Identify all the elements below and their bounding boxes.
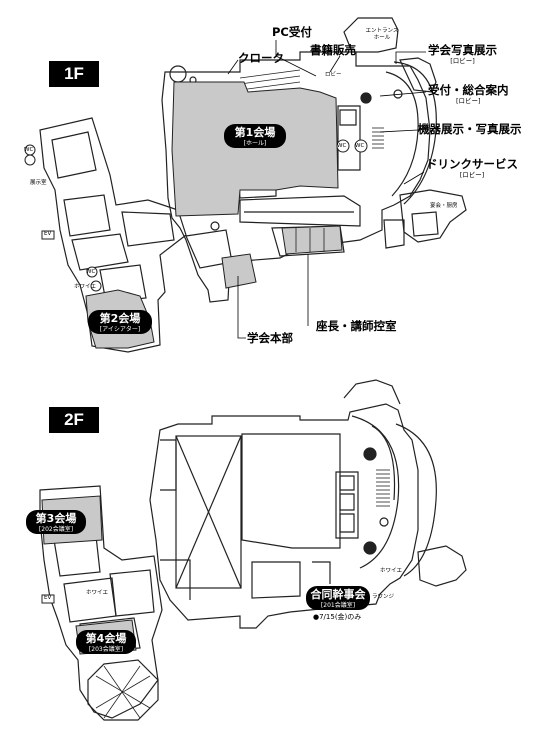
hall2-sub: [アイシアター] bbox=[99, 326, 141, 333]
f1-main-outline bbox=[161, 51, 431, 303]
reception-label: 受付・総合案内 bbox=[428, 83, 509, 97]
callout-equipment: 機器展示・写真展示 bbox=[418, 123, 522, 136]
hall1-sub: [ホール] bbox=[243, 140, 267, 147]
f2-octagon-room bbox=[87, 659, 159, 721]
hall1-name: 第1会場 bbox=[234, 126, 276, 139]
hall4-sub: [203会議室] bbox=[88, 646, 124, 653]
lobby-label: ロビー bbox=[325, 72, 342, 78]
callout-cloak: クローク bbox=[238, 52, 284, 65]
dining-label: 宴会・厨房 bbox=[430, 203, 458, 209]
photo-exhibit-label: 学会写真展示 bbox=[428, 43, 497, 57]
equipment-label: 機器展示・写真展示 bbox=[418, 122, 522, 136]
callout-photo-exhibit: 学会写真展示 [ロビー] bbox=[428, 43, 497, 66]
f1-chairs-room-area bbox=[281, 225, 343, 255]
floor-badge-1f: 1F bbox=[49, 61, 99, 87]
hall3-label: 第3会場 [202会議室] bbox=[26, 510, 86, 534]
f1-hall1-area bbox=[171, 81, 339, 217]
joint-meeting-label: 合同幹事会 [201会議室] bbox=[306, 586, 370, 610]
drink-sub: [ロビー] bbox=[459, 171, 485, 179]
f1-left-wing-outline bbox=[39, 117, 187, 353]
callout-pc-reception: PC受付 bbox=[272, 26, 312, 39]
f2-main-outline bbox=[149, 403, 419, 629]
joint-meeting-note: ●7/15(金)のみ bbox=[313, 613, 362, 621]
book-sales-label: 書籍販売 bbox=[310, 43, 356, 57]
floor-badge-2f: 2F bbox=[49, 407, 99, 433]
cloak-label: クローク bbox=[238, 51, 284, 65]
headquarters-label: 学会本部 bbox=[247, 331, 293, 345]
callout-chairs-room: 座長・講師控室 bbox=[316, 320, 397, 333]
wc-label-3: WC bbox=[24, 147, 34, 153]
joint-meeting-sub: [201会議室] bbox=[320, 602, 356, 609]
ev-label-2f: EV bbox=[44, 595, 52, 601]
lounge-label: ラウンジ bbox=[372, 594, 395, 600]
f2-foyer-right-label: ホワイエ bbox=[380, 568, 402, 574]
f2-atrium-void bbox=[175, 435, 242, 589]
ev-label-1f: EV bbox=[44, 231, 52, 237]
reception-sub: [ロビー] bbox=[455, 97, 481, 105]
hall1-label: 第1会場 [ホール] bbox=[224, 124, 286, 148]
f1-banquet-outline bbox=[399, 189, 467, 243]
hall3-name: 第3会場 bbox=[35, 512, 77, 525]
callout-book-sales: 書籍販売 bbox=[310, 44, 356, 57]
callout-drink: ドリンクサービス [ロビー] bbox=[426, 157, 518, 180]
chairs-room-label: 座長・講師控室 bbox=[316, 319, 397, 333]
hall3-sub: [202会議室] bbox=[38, 526, 74, 533]
hall4-name: 第4会場 bbox=[85, 632, 127, 645]
hall2-name: 第2会場 bbox=[99, 312, 141, 325]
f1-foyer-label: ホワイエ bbox=[74, 284, 96, 290]
drink-label: ドリンクサービス bbox=[426, 157, 518, 171]
entrance-hall-label: エントランス ホール bbox=[365, 28, 399, 41]
callout-headquarters: 学会本部 bbox=[247, 332, 293, 345]
hall2-label: 第2会場 [アイシアター] bbox=[88, 310, 152, 334]
f2-foyer-left-label: ホワイエ bbox=[86, 590, 108, 596]
hall4-label: 第4会場 [203会議室] bbox=[76, 630, 136, 654]
wc-label-4: WC bbox=[86, 269, 96, 275]
pc-reception-label: PC受付 bbox=[272, 25, 312, 39]
photo-exhibit-sub: [ロビー] bbox=[450, 57, 475, 65]
wc-label-2: WC bbox=[355, 143, 365, 149]
wc-label-1: WC bbox=[337, 143, 347, 149]
joint-meeting-name: 合同幹事会 bbox=[310, 588, 366, 601]
callout-reception: 受付・総合案内 [ロビー] bbox=[428, 83, 509, 106]
exhibit-room-label: 展示室 bbox=[30, 180, 47, 186]
f1-hq-area bbox=[221, 253, 257, 289]
